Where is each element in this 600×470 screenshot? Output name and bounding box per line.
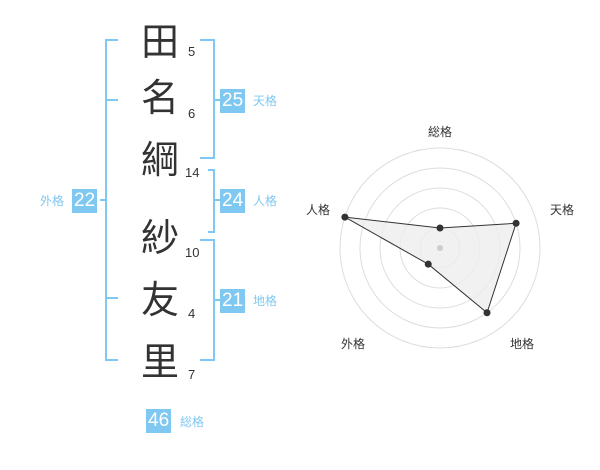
name-char-5: 友 (140, 278, 179, 322)
name-char-1: 田 (140, 20, 179, 64)
name-char-3: 綱 (140, 138, 179, 182)
gaikaku-label: 外格 (40, 194, 65, 208)
chikaku-label: 地格 (253, 294, 278, 308)
soukaku-value: 46 (146, 409, 172, 433)
radar-axis-label-jinkaku: 人格 (306, 203, 331, 217)
tenkaku-bracket (200, 39, 220, 159)
radar-point-3 (483, 309, 491, 317)
radar-point-1 (436, 224, 444, 232)
jinkaku-bracket (208, 169, 220, 233)
gaikaku-bracket (100, 39, 118, 361)
radar-axis-label-chikaku: 地格 (510, 337, 535, 351)
tenkaku-value: 25 (220, 89, 246, 113)
radar-ring-5 (339, 147, 541, 349)
stroke-count-1: 5 (188, 44, 196, 59)
name-char-4: 紗 (140, 216, 179, 260)
stroke-count-5: 4 (188, 306, 196, 321)
name-char-2: 名 (140, 76, 179, 120)
soukaku-label: 総格 (180, 415, 205, 429)
gaikaku-value: 22 (72, 189, 98, 213)
stroke-count-3: 14 (185, 165, 200, 180)
stroke-count-2: 6 (188, 106, 196, 121)
radar-point-5 (341, 213, 349, 221)
jinkaku-label: 人格 (253, 194, 278, 208)
radar-ring-4 (359, 167, 521, 329)
radar-point-4 (424, 260, 432, 268)
stroke-count-4: 10 (185, 245, 200, 260)
radar-axis-label-soukaku: 総格 (428, 125, 453, 139)
radar-chart (339, 147, 541, 349)
radar-point-2 (512, 219, 520, 227)
chikaku-bracket (200, 239, 220, 361)
radar-center (437, 245, 443, 251)
radar-axis-label-gaikaku: 外格 (341, 337, 366, 351)
stroke-count-6: 7 (188, 367, 196, 382)
chikaku-value: 21 (220, 289, 246, 313)
jinkaku-value: 24 (220, 189, 246, 213)
radar-axis-label-tenkaku: 天格 (550, 203, 575, 217)
name-char-6: 里 (140, 340, 179, 384)
tenkaku-label: 天格 (253, 94, 278, 108)
